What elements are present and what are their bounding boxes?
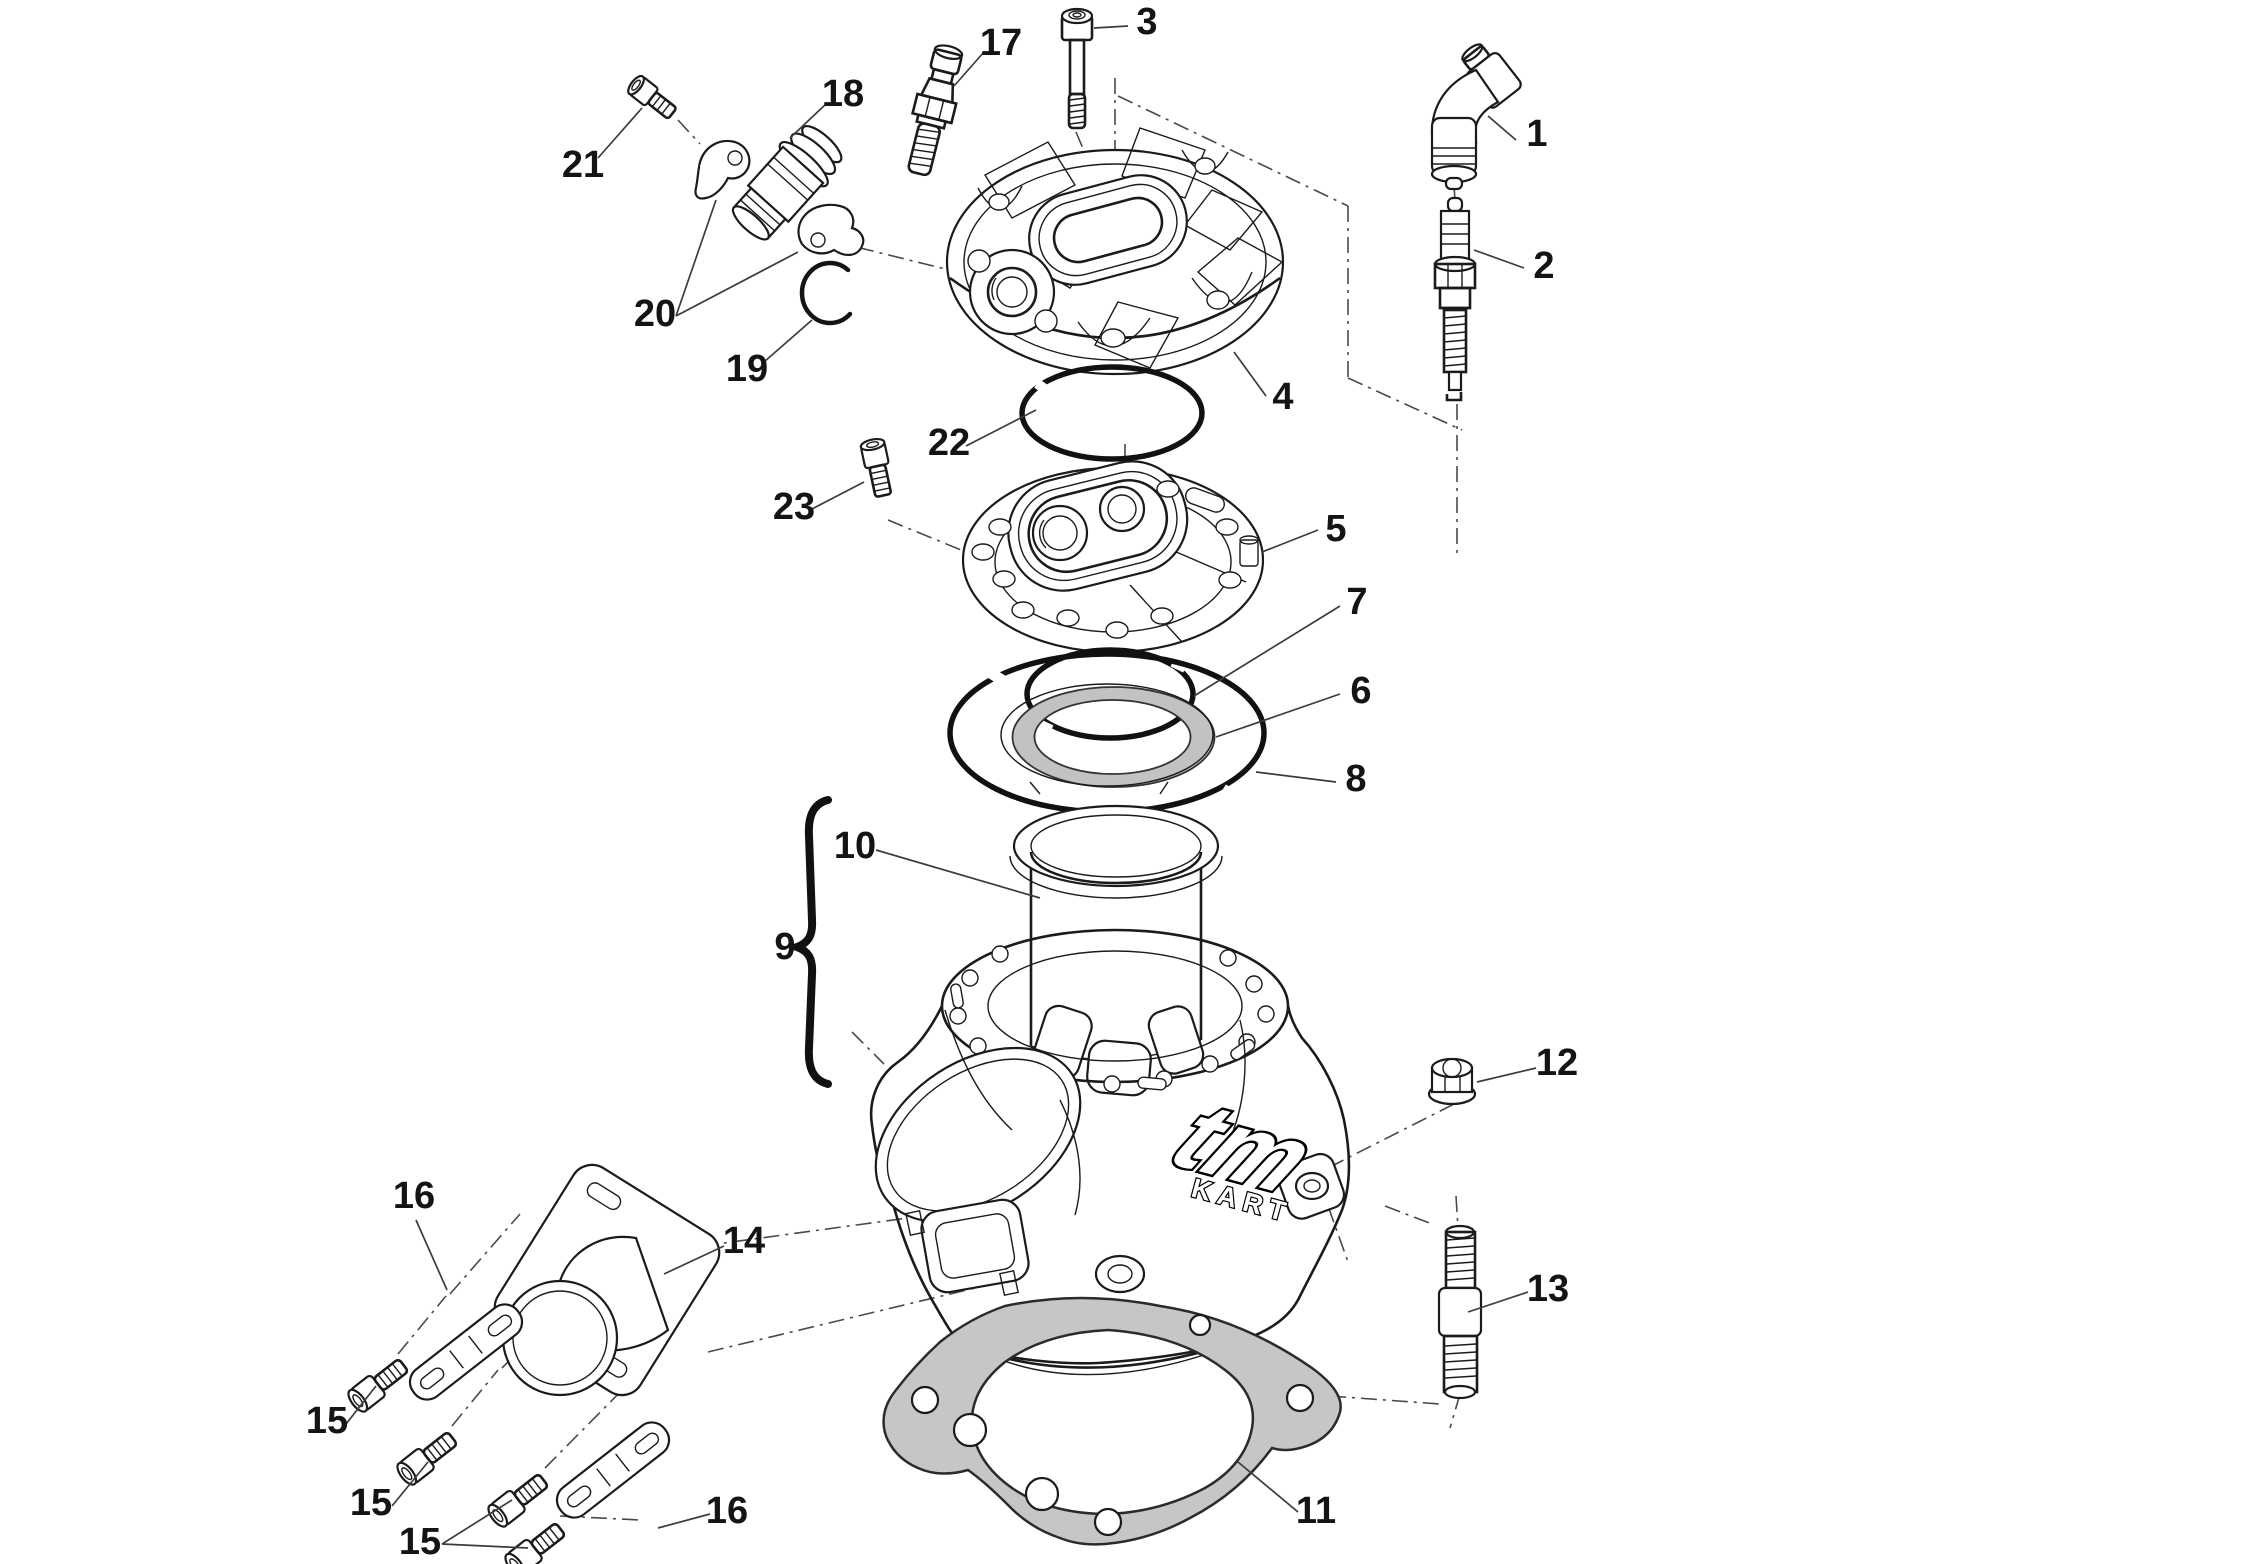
callout-11: 11 bbox=[1296, 1490, 1336, 1532]
callout-7: 7 bbox=[1346, 581, 1367, 623]
callout-14: 14 bbox=[723, 1220, 765, 1262]
part-19-circlip bbox=[799, 260, 853, 326]
part-1-spark-plug-cap bbox=[1430, 43, 1522, 191]
part-17-fitting bbox=[907, 44, 964, 177]
part-9-brace bbox=[785, 796, 832, 1088]
part-14-exhaust-flange bbox=[493, 1163, 721, 1397]
part-13-stud bbox=[1437, 1224, 1483, 1400]
callout-18: 18 bbox=[822, 73, 864, 115]
part-15-bolt-1 bbox=[347, 1359, 409, 1413]
cylinder-exhaust-window bbox=[920, 1198, 1030, 1294]
part-2-spark-plug bbox=[1433, 196, 1477, 402]
part-15-bolt-3 bbox=[487, 1474, 549, 1528]
callout-13: 13 bbox=[1527, 1268, 1569, 1310]
callout-9: 9 bbox=[774, 926, 795, 968]
callout-19: 19 bbox=[726, 348, 768, 390]
part-5-head-insert bbox=[961, 460, 1265, 654]
callout-21: 21 bbox=[562, 144, 604, 186]
part-4-head-cover bbox=[945, 127, 1285, 376]
callout-15b: 15 bbox=[350, 1482, 392, 1524]
part-15-bolt-2 bbox=[396, 1432, 458, 1486]
callout-22: 22 bbox=[928, 422, 970, 464]
part-21-bolt bbox=[627, 74, 677, 120]
part-20-fork-lower bbox=[797, 203, 865, 256]
callout-2: 2 bbox=[1533, 245, 1554, 287]
callout-15c: 15 bbox=[399, 1521, 441, 1563]
part-22-head-o-ring bbox=[1019, 364, 1205, 462]
callout-10: 10 bbox=[834, 825, 876, 867]
callout-12: 12 bbox=[1536, 1042, 1578, 1084]
callout-16a: 16 bbox=[393, 1175, 435, 1217]
cylinder-intake-pad bbox=[874, 1046, 1082, 1224]
part-18-water-fitting bbox=[731, 125, 843, 241]
cylinder-body-outline bbox=[869, 1005, 1351, 1365]
callout-3: 3 bbox=[1136, 1, 1157, 43]
callout-17: 17 bbox=[980, 22, 1022, 64]
callout-16b: 16 bbox=[706, 1490, 748, 1532]
part-16-bracket-upper bbox=[408, 1303, 524, 1401]
part-16-bracket-lower bbox=[555, 1421, 671, 1519]
part-15-bolt-4 bbox=[504, 1523, 566, 1564]
part-23-bolt bbox=[859, 437, 892, 498]
part-20-fork-upper bbox=[694, 139, 751, 200]
callout-8: 8 bbox=[1345, 758, 1366, 800]
callout-15a: 15 bbox=[306, 1400, 348, 1442]
callout-23: 23 bbox=[773, 486, 815, 528]
leader-lines bbox=[345, 25, 1537, 1549]
part-6-sealing-ring bbox=[1011, 686, 1216, 788]
head-cover-water-boss bbox=[967, 248, 1058, 336]
part-11-base-gasket bbox=[882, 1296, 1342, 1546]
callout-5: 5 bbox=[1325, 508, 1346, 550]
callout-labels: 1 2 3 4 5 6 7 8 9 10 11 12 13 14 15 15 1… bbox=[306, 1, 1578, 1563]
part-3-head-bolt bbox=[1060, 7, 1094, 130]
part-12-flange-nut bbox=[1427, 1057, 1477, 1106]
callout-20: 20 bbox=[634, 293, 676, 335]
head-cover-oval-opening bbox=[1028, 174, 1188, 286]
callout-6: 6 bbox=[1350, 670, 1371, 712]
callout-1: 1 bbox=[1526, 113, 1547, 155]
callout-4: 4 bbox=[1272, 376, 1293, 418]
